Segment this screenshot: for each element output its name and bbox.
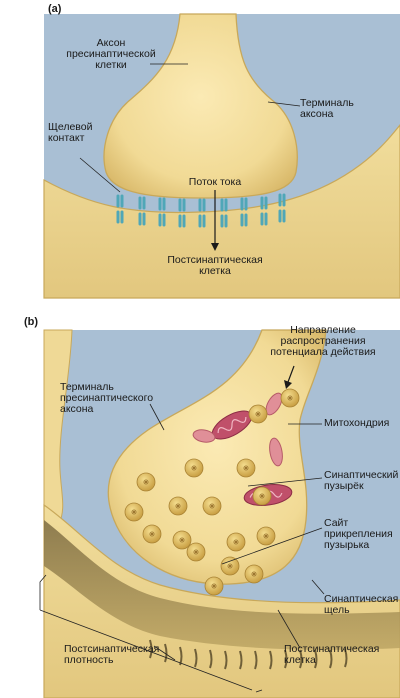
synaptic-vesicle xyxy=(202,496,222,516)
label-postsynaptic-cell-a: Постсинаптическая клетка xyxy=(150,255,280,277)
label-ap-direction-line3: потенциала действия xyxy=(270,346,376,358)
label-axon-terminal-line1: Терминаль xyxy=(300,97,354,109)
label-ap-direction-line1: Направление xyxy=(290,324,356,336)
label-presynaptic-terminal-line1: Терминаль xyxy=(60,381,114,393)
label-axon-terminal: Терминаль аксона xyxy=(300,98,354,120)
synaptic-vesicle xyxy=(248,404,268,424)
label-vesicle-site: Сайт прикрепления пузырька xyxy=(324,518,393,551)
panel-a-art xyxy=(43,13,400,299)
label-postsynaptic-cell-b: Постсинаптическая клетка xyxy=(284,644,379,666)
synaptic-vesicles xyxy=(124,388,300,596)
label-vesicle-site-line3: пузырька xyxy=(324,539,370,551)
label-gap-junction: Щелевой контакт xyxy=(48,122,92,144)
label-synaptic-cleft-line1: Синаптическая xyxy=(324,593,399,605)
label-presynaptic-terminal: Терминаль пресинаптического аксона xyxy=(60,382,153,415)
panel-a-axon-terminal xyxy=(103,13,298,199)
current-flow-arrowhead xyxy=(211,243,219,251)
synaptic-vesicle xyxy=(124,502,144,522)
gap-junction-channels xyxy=(116,193,286,228)
label-ap-direction-line2: распространения xyxy=(280,335,366,347)
mitochondrion-3 xyxy=(265,392,283,416)
postsynaptic-villi xyxy=(149,639,348,670)
panel-b-tag: (b) xyxy=(24,316,39,328)
synaptic-vesicle xyxy=(136,472,156,492)
label-synaptic-cleft: Синаптическая щель xyxy=(324,594,398,616)
label-presynaptic-axon-line3: клетки xyxy=(95,59,127,71)
synaptic-vesicle xyxy=(236,458,256,478)
postsynaptic-density-band xyxy=(44,520,400,650)
ap-direction-arrow xyxy=(287,365,295,383)
synaptic-vesicle xyxy=(142,524,162,544)
label-presynaptic-terminal-line2: пресинаптического xyxy=(60,392,154,404)
panel-b-leader-lines xyxy=(39,403,325,693)
synaptic-vesicle xyxy=(168,496,188,516)
label-postsynaptic-cell-a-line1: Постсинаптическая xyxy=(167,254,263,266)
label-synaptic-vesicle: Синаптический пузырёк xyxy=(324,470,398,492)
label-presynaptic-axon-line2: пресинаптической xyxy=(66,48,156,60)
label-presynaptic-terminal-line3: аксона xyxy=(60,403,94,415)
label-postsynaptic-cell-b-line2: клетка xyxy=(284,654,316,666)
label-synaptic-cleft-line2: щель xyxy=(324,604,350,616)
label-gap-junction-line1: Щелевой xyxy=(48,121,93,133)
label-postsynaptic-density: Постсинаптическая плотность xyxy=(64,644,159,666)
synaptic-vesicle xyxy=(252,486,272,506)
label-synaptic-vesicle-line1: Синаптический xyxy=(324,469,399,481)
synaptic-vesicle xyxy=(204,576,224,596)
mitochondrion-4 xyxy=(192,429,216,443)
label-axon-terminal-line2: аксона xyxy=(300,108,334,120)
label-current-flow: Поток тока xyxy=(188,176,242,188)
panel-a-tag: (a) xyxy=(48,3,62,15)
label-postsynaptic-cell-b-line1: Постсинаптическая xyxy=(284,643,380,655)
ap-direction-arrowhead xyxy=(284,380,292,389)
panel-b-presynaptic-terminal xyxy=(107,329,327,585)
synaptic-vesicle xyxy=(220,556,240,576)
panel-b-postsynaptic-cell xyxy=(43,503,400,698)
panel-b-art xyxy=(39,329,400,698)
synaptic-vesicle xyxy=(172,530,192,550)
label-vesicle-site-line2: прикрепления xyxy=(324,528,393,540)
synaptic-vesicle xyxy=(186,542,206,562)
label-postsynaptic-density-line1: Постсинаптическая xyxy=(64,643,160,655)
label-ap-direction: Направление распространения потенциала д… xyxy=(248,325,398,358)
label-synaptic-vesicle-line2: пузырёк xyxy=(324,480,364,492)
label-vesicle-site-line1: Сайт xyxy=(324,517,349,529)
label-presynaptic-axon: Аксон пресинаптической клетки xyxy=(56,38,166,71)
mitochondrion-5 xyxy=(269,437,283,467)
label-gap-junction-line2: контакт xyxy=(48,132,85,144)
label-mitochondrion: Митохондрия xyxy=(324,417,390,429)
synaptic-vesicle xyxy=(256,526,276,546)
synaptic-vesicle xyxy=(184,458,204,478)
label-postsynaptic-density-line2: плотность xyxy=(64,654,114,666)
label-postsynaptic-cell-a-line2: клетка xyxy=(199,265,231,277)
synaptic-vesicle xyxy=(226,532,246,552)
synaptic-vesicle xyxy=(280,388,300,408)
panel-a-leader-lines xyxy=(79,63,301,193)
label-presynaptic-axon-line1: Аксон xyxy=(96,37,126,49)
synaptic-vesicle xyxy=(244,564,264,584)
